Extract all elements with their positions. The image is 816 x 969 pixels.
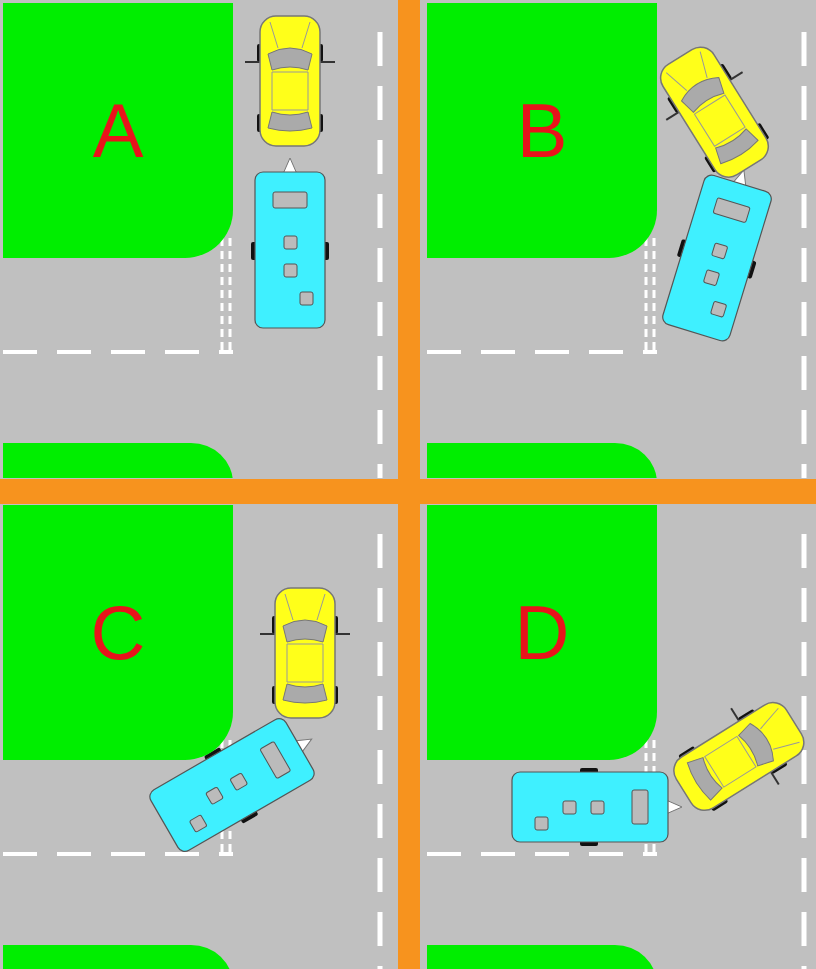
car-body <box>260 16 320 146</box>
windscreen <box>283 620 327 642</box>
car-body <box>275 588 335 718</box>
window <box>632 790 648 824</box>
caravan <box>657 159 781 344</box>
windscreen <box>268 48 312 70</box>
window <box>563 801 576 814</box>
panel <box>0 0 398 478</box>
give-way-line <box>221 238 224 354</box>
panel <box>420 0 816 478</box>
car <box>245 16 335 146</box>
car <box>660 684 816 829</box>
lower-grass <box>3 945 63 969</box>
rear-window <box>685 754 724 801</box>
car <box>260 588 350 718</box>
bonnet-line <box>317 594 325 620</box>
lower-grass <box>3 443 63 478</box>
caravan <box>251 158 329 328</box>
caravan <box>512 768 682 846</box>
road <box>420 0 816 478</box>
roof <box>287 644 323 682</box>
window <box>535 817 548 830</box>
bonnet-line <box>693 52 714 78</box>
window <box>230 773 248 791</box>
window <box>206 787 224 805</box>
grass-block: A <box>3 3 233 258</box>
give-way-line <box>645 238 648 354</box>
car <box>642 33 787 191</box>
window <box>273 192 307 208</box>
road <box>0 505 398 969</box>
grass-block: B <box>427 3 657 258</box>
panel-letter: C <box>91 595 146 671</box>
caravan-body <box>512 772 668 842</box>
panel <box>420 505 816 969</box>
panel-letter: A <box>93 93 144 169</box>
bonnet-line <box>666 68 687 94</box>
rear-window <box>283 684 327 703</box>
panel-content <box>0 505 398 969</box>
lane-marking <box>802 32 807 478</box>
window <box>300 292 313 305</box>
window <box>591 801 604 814</box>
car-body <box>668 697 810 817</box>
bonnet-line <box>773 735 799 756</box>
lower-grass <box>427 443 487 478</box>
lower-grass <box>3 443 233 478</box>
window <box>710 301 726 317</box>
bonnet-line <box>285 594 293 620</box>
window <box>712 243 728 259</box>
window <box>703 270 719 286</box>
window <box>284 264 297 277</box>
panel-letter: D <box>515 595 570 671</box>
window <box>713 198 750 223</box>
car-body <box>655 41 775 183</box>
caravan-body <box>255 172 325 328</box>
lane-marking <box>3 852 233 856</box>
rear-window <box>712 127 759 166</box>
window <box>284 236 297 249</box>
panel-letter: B <box>517 93 568 169</box>
panel-content <box>0 0 398 478</box>
lane-marking <box>427 852 657 856</box>
lane-marking <box>427 350 657 354</box>
lower-grass <box>427 945 657 969</box>
window <box>260 741 291 778</box>
window <box>189 815 207 833</box>
bonnet-line <box>302 22 310 48</box>
caravan-body <box>661 173 774 343</box>
grass-block: C <box>3 505 233 760</box>
panel <box>0 505 398 969</box>
bonnet-line <box>756 708 782 729</box>
lane-marking <box>378 534 383 969</box>
lower-grass <box>427 945 487 969</box>
bonnet-line <box>270 22 278 48</box>
lower-grass <box>3 945 233 969</box>
lane-marking <box>802 534 807 969</box>
roof <box>272 72 308 110</box>
lane-marking <box>3 350 233 354</box>
give-way-line <box>653 238 656 354</box>
panel-content <box>420 505 816 969</box>
rear-window <box>268 112 312 131</box>
panel-content <box>420 0 816 478</box>
give-way-line <box>229 238 232 354</box>
road <box>420 505 816 969</box>
lower-grass <box>427 443 657 478</box>
road <box>0 0 398 478</box>
grass-block: D <box>427 505 657 760</box>
lane-marking <box>378 32 383 478</box>
divider <box>0 479 816 504</box>
